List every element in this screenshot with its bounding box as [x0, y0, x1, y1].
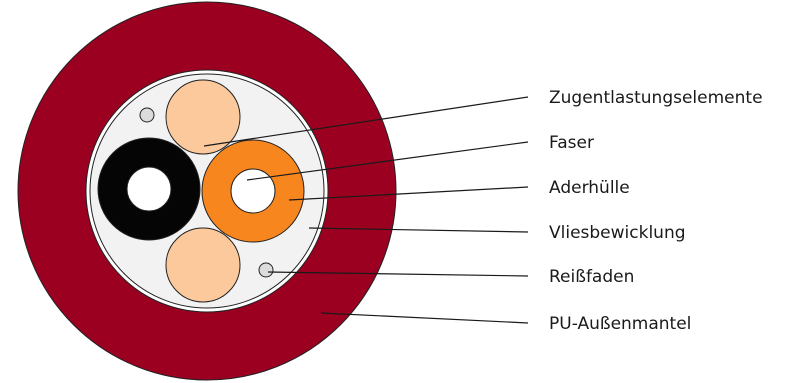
- strain-relief-element-bottom: [165, 227, 241, 303]
- label-fleece-wrap: Vliesbewicklung: [549, 223, 686, 243]
- label-buffer-tube: Aderhülle: [549, 178, 630, 198]
- leader-line-strain-relief: [203, 96, 529, 147]
- leader-line-rip-cord: [267, 271, 529, 277]
- label-pu-jacket: PU-Außenmantel: [549, 314, 691, 334]
- fiber-black-tube: [126, 166, 172, 212]
- leader-line-fleece-wrap: [308, 227, 529, 233]
- leader-line-buffer-tube: [288, 186, 529, 201]
- fiber-orange-tube: [230, 168, 276, 214]
- strain-relief-element-top: [165, 79, 241, 155]
- label-rip-cord: Reißfaden: [549, 267, 634, 287]
- rip-cord-lower: [258, 262, 274, 278]
- leader-line-fiber: [246, 141, 529, 181]
- label-strain-relief: Zugentlastungselemente: [549, 88, 763, 108]
- leader-line-pu-jacket: [320, 312, 529, 324]
- rip-cord-upper: [139, 107, 155, 123]
- label-fiber: Faser: [549, 133, 594, 153]
